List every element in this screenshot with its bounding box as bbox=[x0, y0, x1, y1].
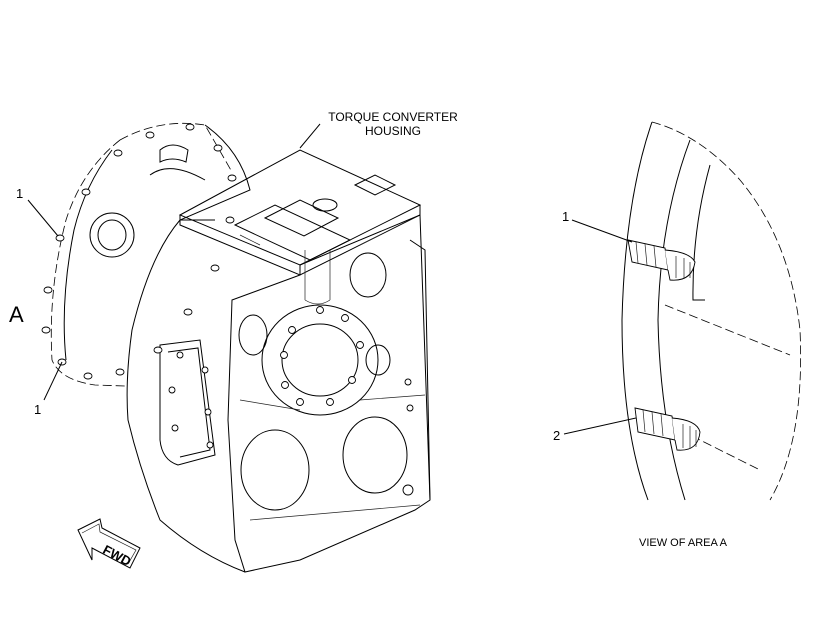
rear-tab bbox=[159, 144, 189, 163]
view-bolt-1 bbox=[627, 239, 696, 281]
front-face-bolts bbox=[168, 306, 414, 496]
front-bore-upper-right bbox=[349, 252, 387, 298]
view-callout-1-leader bbox=[571, 219, 633, 243]
callout-1-bottom-leader bbox=[43, 361, 63, 401]
view-inner-edge bbox=[657, 139, 691, 501]
view-inner-curve bbox=[692, 164, 711, 301]
flange-inner-edge bbox=[63, 149, 113, 361]
top-plate-recess-inner bbox=[263, 199, 340, 237]
front-bore-right bbox=[365, 344, 391, 376]
view-bolt-2 bbox=[634, 407, 701, 451]
transmission-housing-drawing bbox=[41, 122, 431, 573]
view-callout-1: 1 bbox=[562, 209, 569, 224]
area-a-label: A bbox=[9, 302, 24, 327]
callout-1-top-leader bbox=[27, 199, 59, 237]
side-cover-inner bbox=[167, 347, 211, 458]
rear-bore-inner bbox=[97, 219, 127, 251]
top-plate-hole bbox=[312, 198, 338, 212]
view-caption: VIEW OF AREA A bbox=[639, 537, 728, 549]
rear-bore bbox=[89, 212, 135, 258]
flange-dashed-outline bbox=[50, 122, 233, 387]
front-face bbox=[227, 214, 431, 573]
front-bore-lower-right bbox=[342, 416, 408, 494]
callout-1-bottom: 1 bbox=[34, 402, 41, 417]
view-callout-2: 2 bbox=[553, 428, 560, 443]
side-cover bbox=[159, 339, 216, 466]
top-plate-details bbox=[239, 234, 381, 246]
top-plate bbox=[178, 149, 422, 266]
top-plate-recess bbox=[233, 204, 352, 261]
housing-leader-line bbox=[299, 123, 321, 149]
view-outer-edge bbox=[621, 121, 653, 501]
view-of-area-a-drawing bbox=[621, 121, 802, 501]
top-plate-slot bbox=[353, 174, 397, 196]
front-bore-left bbox=[238, 314, 268, 356]
front-bore-lower-left bbox=[240, 429, 310, 511]
view-callout-2-leader bbox=[563, 417, 637, 435]
front-face-edge bbox=[409, 239, 431, 501]
housing-left-body bbox=[126, 124, 251, 573]
fwd-arrow: FWD bbox=[77, 518, 141, 569]
front-bore-inner bbox=[281, 323, 359, 397]
housing-label-line1: TORQUE CONVERTER bbox=[328, 110, 458, 124]
front-bore-large bbox=[261, 304, 379, 416]
callout-1-top: 1 bbox=[16, 186, 23, 201]
flange-bolts bbox=[41, 123, 237, 380]
front-shaft-stub bbox=[304, 250, 331, 305]
view-outer-dashed bbox=[651, 121, 802, 501]
housing-top-curve bbox=[149, 168, 215, 221]
housing-label-line2: HOUSING bbox=[365, 124, 421, 138]
front-face-ribs bbox=[239, 394, 426, 521]
